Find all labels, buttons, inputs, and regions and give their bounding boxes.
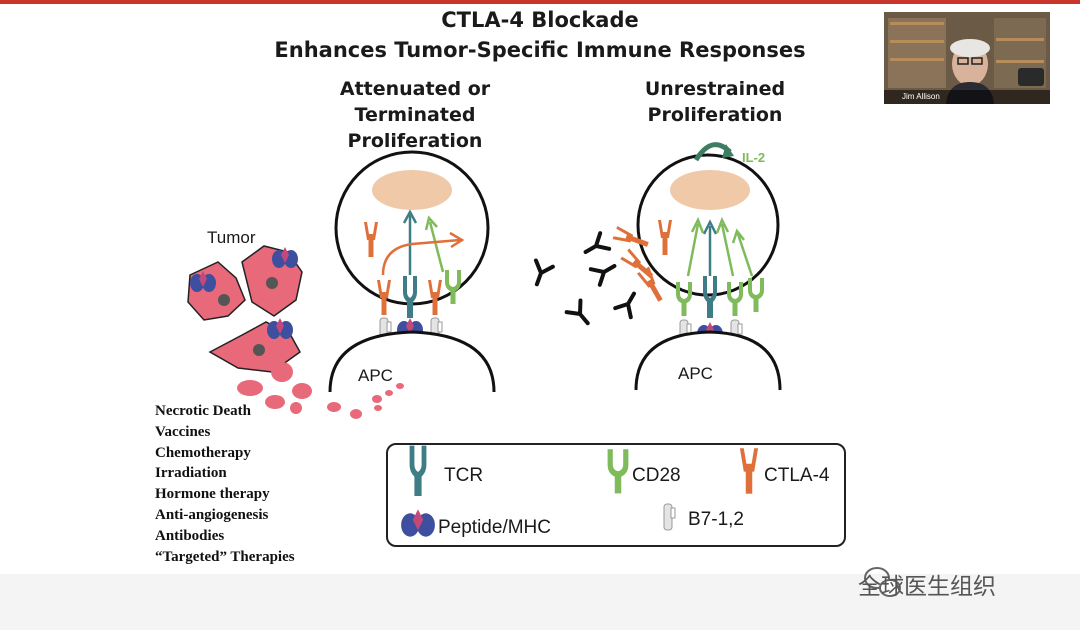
right-t-cell xyxy=(636,142,780,297)
il2-label: IL-2 xyxy=(742,150,766,165)
legend-box: TCR CD28 CTLA-4 Peptide/MHC B7-1,2 xyxy=(386,443,846,547)
left-t-cell xyxy=(334,150,490,306)
top-accent-bar xyxy=(0,0,1080,4)
left-apc-label: APC xyxy=(358,366,393,385)
right-header-line: Proliferation xyxy=(647,104,783,126)
list-item: Irradiation xyxy=(155,465,227,482)
left-header-line: Attenuated or xyxy=(339,78,491,100)
left-header-line: Proliferation xyxy=(347,130,483,152)
list-item: Anti-angiogenesis xyxy=(155,506,269,523)
left-condition-header: Attenuated or Terminated Proliferation xyxy=(320,76,510,154)
right-apc-label: APC xyxy=(678,364,713,383)
right-apc xyxy=(634,330,782,391)
list-item: Antibodies xyxy=(155,527,225,544)
treatment-list: Necrotic Death Vaccines Chemotherapy Irr… xyxy=(155,401,295,567)
list-item: Chemotherapy xyxy=(155,444,251,461)
tumor-cells xyxy=(187,245,404,419)
watermark-text: 全球医生组织 xyxy=(858,574,996,600)
legend-b7-label: B7-1,2 xyxy=(688,509,744,530)
legend-pmhc-label: Peptide/MHC xyxy=(438,517,551,538)
bottom-strip xyxy=(0,574,1080,630)
right-condition-header: Unrestrained Proliferation xyxy=(605,76,825,128)
tumor-label: Tumor xyxy=(207,228,256,247)
list-item: Necrotic Death xyxy=(155,403,251,419)
wechat-icon xyxy=(864,567,901,597)
speaker-video-tile[interactable]: Jim Allison xyxy=(884,12,1050,104)
legend-cd28-label: CD28 xyxy=(632,465,681,486)
camera-icon[interactable] xyxy=(1018,68,1044,86)
right-header-line: Unrestrained xyxy=(644,78,786,100)
slide-title-line1: CTLA-4 Blockade xyxy=(441,8,639,32)
legend-ctla4-label: CTLA-4 xyxy=(764,465,830,486)
list-item: Vaccines xyxy=(155,423,211,440)
legend-tcr-label: TCR xyxy=(444,465,484,486)
list-item: Hormone therapy xyxy=(155,486,270,503)
left-header-line: Terminated xyxy=(354,104,476,126)
free-antibodies xyxy=(526,258,597,331)
speaker-name: Jim Allison xyxy=(884,90,1050,104)
slide-title-line2: Enhances Tumor-Specific Immune Responses xyxy=(274,38,806,62)
list-item: “Targeted” Therapies xyxy=(155,548,295,565)
left-apc xyxy=(328,330,496,393)
